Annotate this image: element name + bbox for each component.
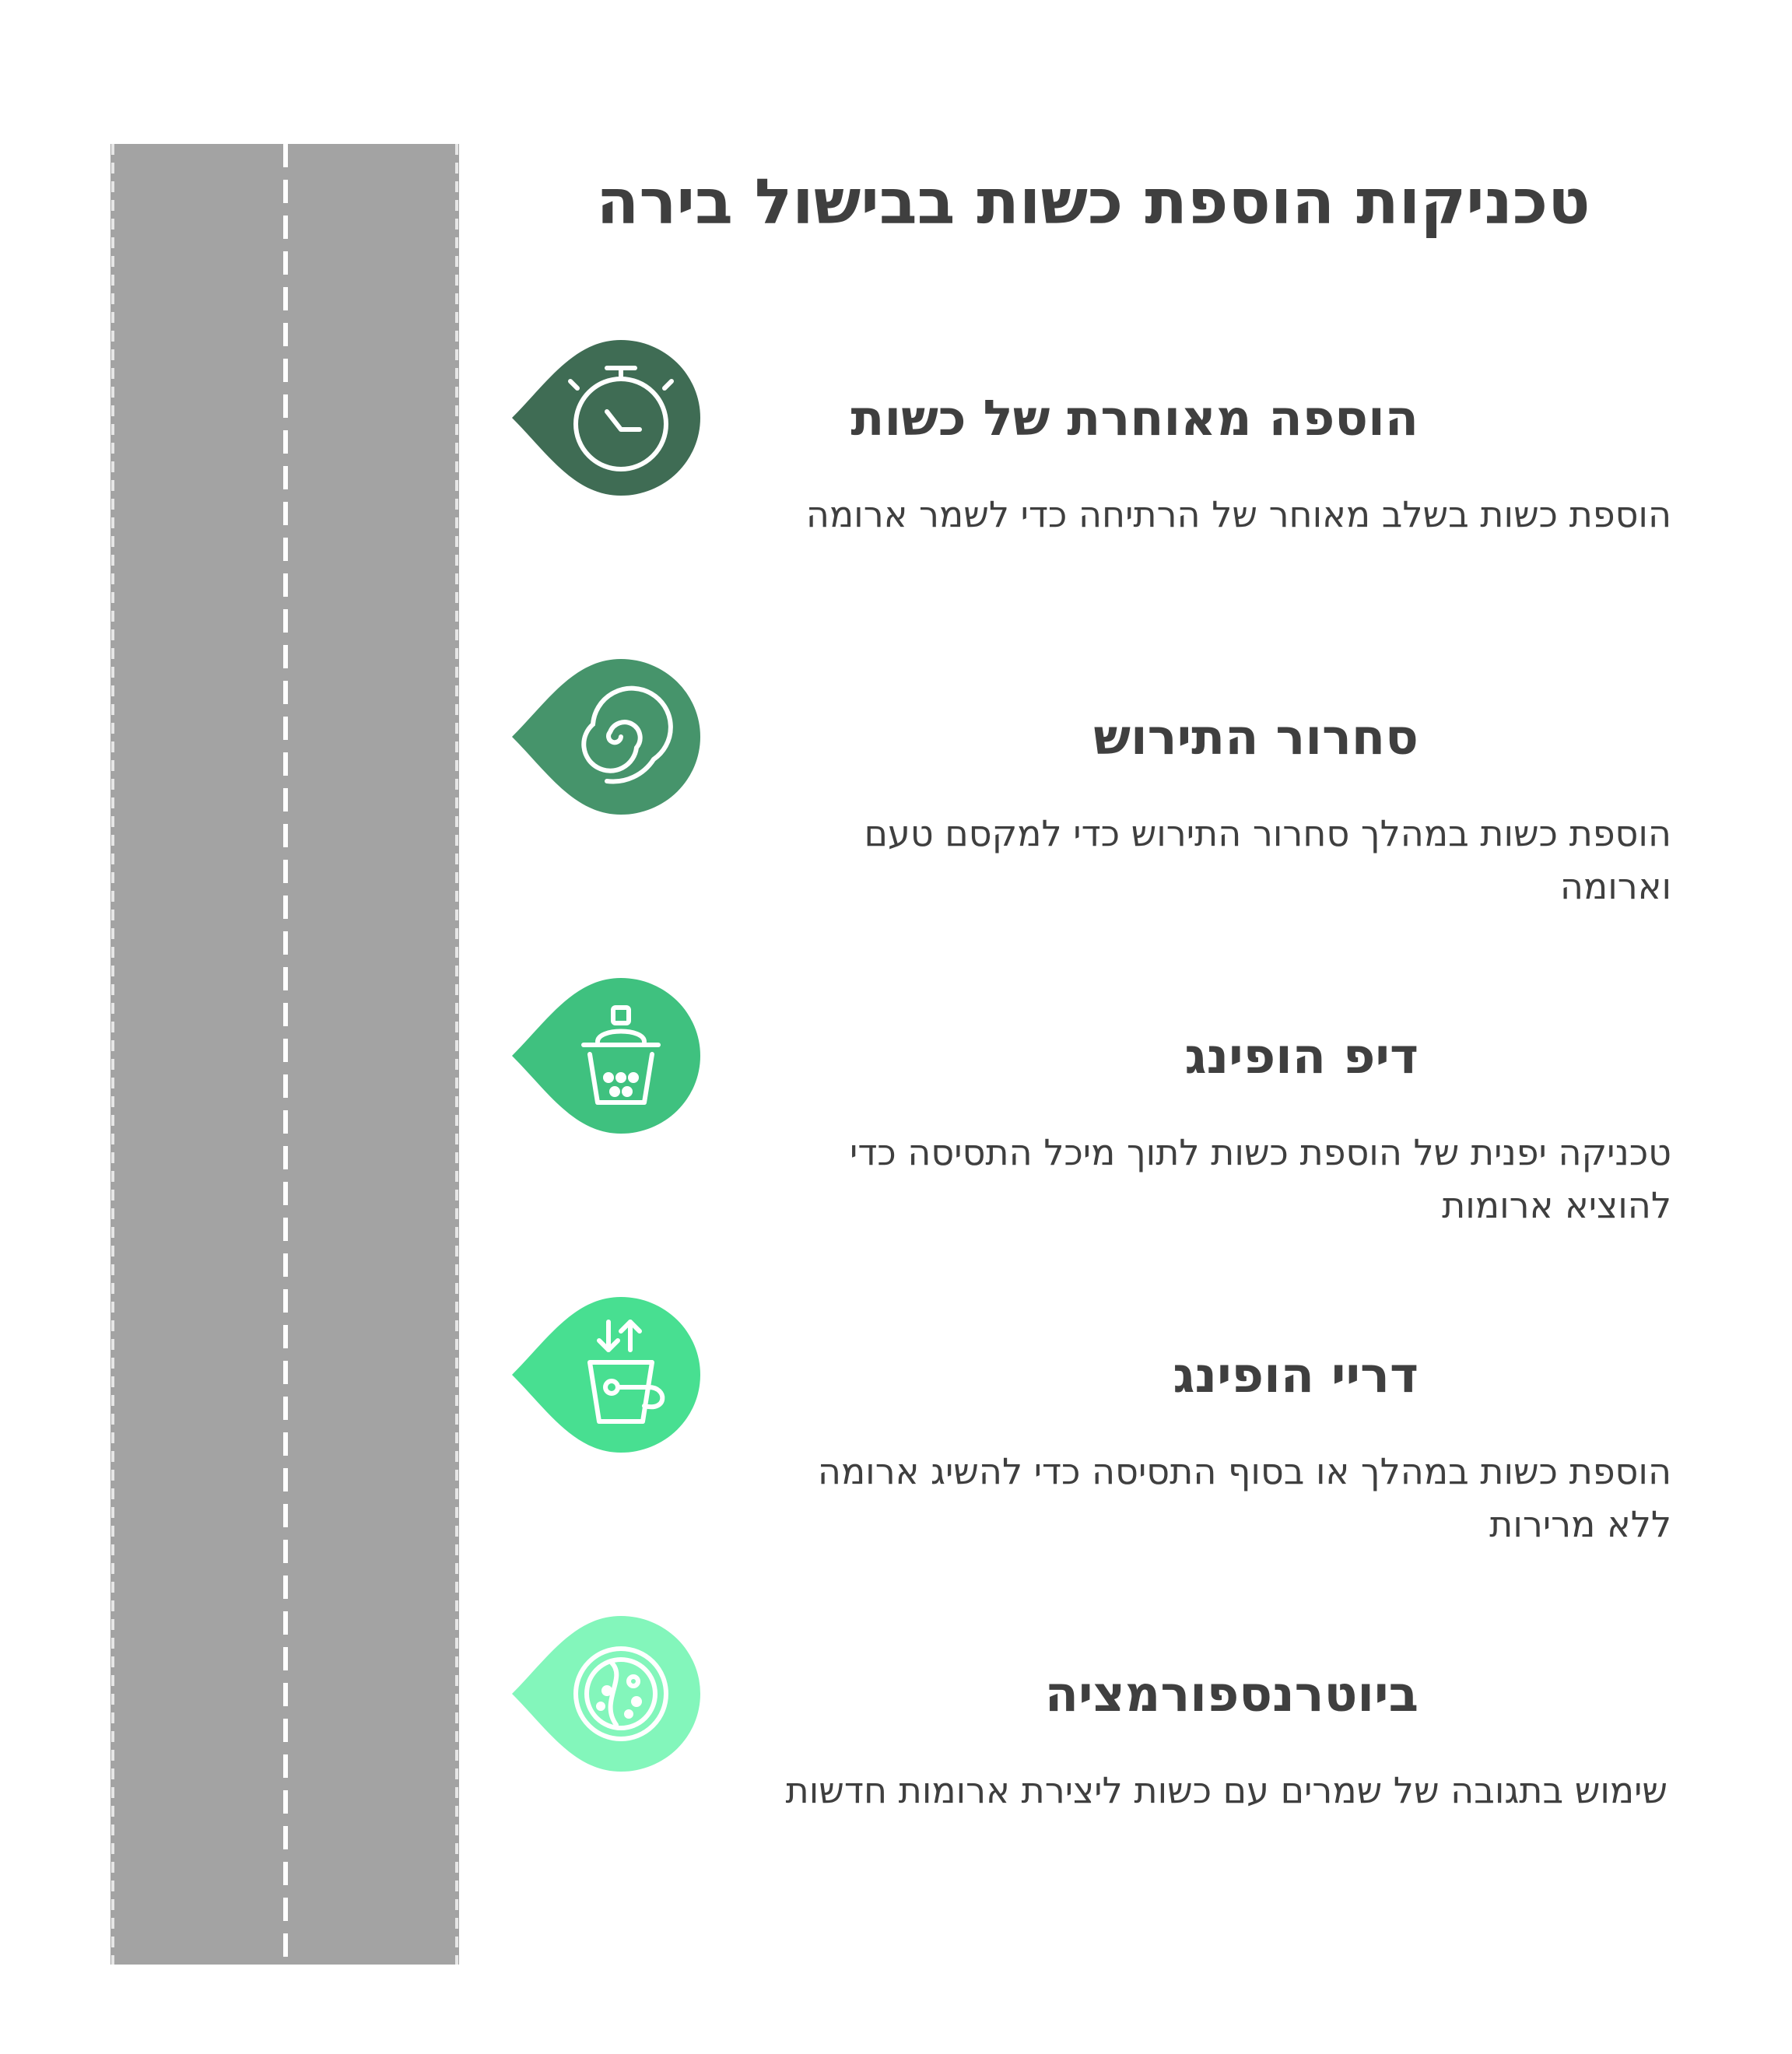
petri-dish-icon [573, 1646, 668, 1741]
step-title: דיפ הופינג [1184, 1028, 1419, 1085]
step-marker [512, 1297, 700, 1453]
step-marker [512, 659, 700, 815]
drop-shape [512, 978, 700, 1134]
step-description: שימוש בתגובה של שמרים עם כשות ליצירת ארו… [785, 1769, 1668, 1811]
step-marker [512, 340, 700, 496]
step-marker [512, 1616, 700, 1772]
bucket-arrows-icon [587, 1320, 665, 1424]
step-description: הוספת כשות במהלך סחרור התירוש כדי למקסם … [864, 812, 1671, 907]
drop-shape [512, 1297, 700, 1453]
step-marker [512, 978, 700, 1134]
page-title: טכניקות הוספת כשות בבישול בירה [596, 166, 1590, 238]
step-whirlpool: סחרור התירוש הוספת כשות במהלך סחרור התיר… [0, 659, 1792, 939]
step-dry-hopping: דריי הופינג הוספת כשות במהלך או בסוף התס… [0, 1297, 1792, 1577]
swirl-icon [581, 685, 673, 784]
step-title: סחרור התירוש [1093, 709, 1419, 766]
bubble-cup-icon [581, 1005, 661, 1105]
step-description: טכניקה יפנית של הוספת כשות לתוך מיכל התס… [850, 1131, 1671, 1226]
step-biotransformation: ביוטרנספורמציה שימוש בתגובה של שמרים עם … [0, 1616, 1792, 1896]
road-background [110, 144, 459, 1965]
step-title: הוספה מאוחרת של כשות [850, 390, 1419, 447]
drop-shape [512, 659, 700, 815]
step-late-hopping: הוספה מאוחרת של כשות הוספת כשות בשלב מאו… [0, 340, 1792, 620]
step-title: ביוטרנספורמציה [1044, 1666, 1419, 1723]
step-title: דריי הופינג [1173, 1347, 1419, 1404]
step-description: הוספת כשות במהלך או בסוף התסיסה כדי להשי… [817, 1450, 1671, 1545]
step-description: הוספת כשות בשלב מאוחר של הרתיחה כדי לשמר… [805, 493, 1671, 535]
stopwatch-icon [568, 366, 674, 471]
step-deep-hopping: דיפ הופינג טכניקה יפנית של הוספת כשות לת… [0, 978, 1792, 1258]
road-lane-lines [111, 144, 458, 1965]
